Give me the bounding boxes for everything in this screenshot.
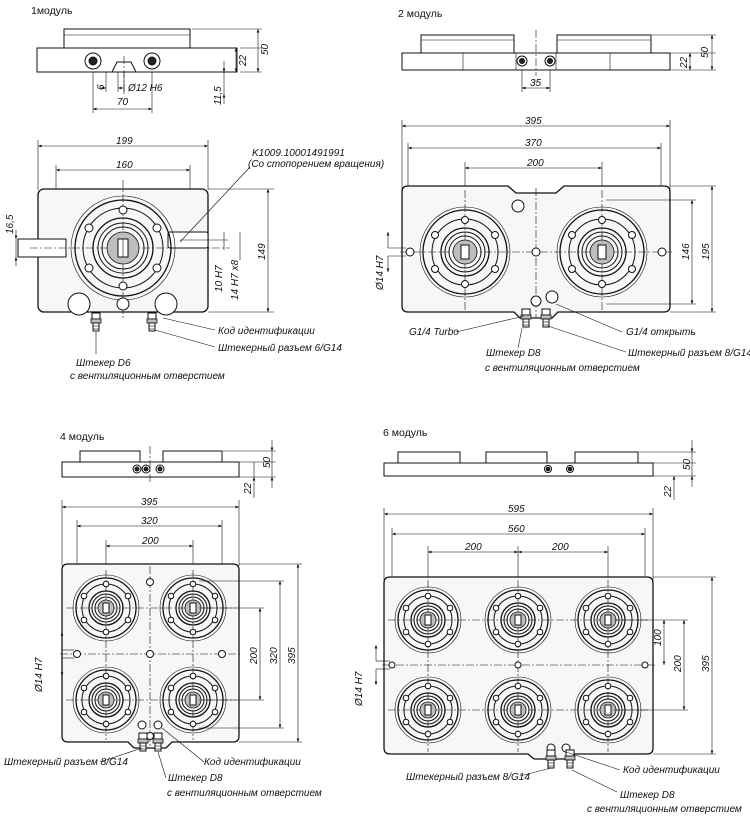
dim-m2-height-22: 22 bbox=[679, 56, 690, 69]
module-1-top-view bbox=[14, 140, 274, 354]
dim-m2-height-50: 50 bbox=[700, 46, 711, 58]
module-1-title: 1модуль bbox=[31, 5, 73, 17]
dim-m6-height-200: 200 bbox=[673, 655, 684, 673]
module-6-drawing: 6 модуль 50 22 bbox=[354, 427, 742, 815]
m6-plug-note-label: с вентиляционным отверстием bbox=[587, 804, 742, 815]
module-6-top-dimensions: 595 560 200 200 Ø14 H7 100 200 395 Штеке… bbox=[354, 504, 742, 815]
module-6-side-view bbox=[383, 440, 696, 500]
module-2-top-dimensions: 395 370 200 Ø14 H7 146 195 G1/4 Turbo G1… bbox=[375, 116, 750, 374]
module-1-drawing: 1модуль bbox=[5, 5, 384, 382]
module-2-side-dimensions: 50 22 35 bbox=[530, 46, 711, 89]
dim-m6-height-395: 395 bbox=[701, 655, 712, 672]
dim-m1-diameter-12: Ø12 H6 bbox=[127, 83, 163, 94]
dim-m4-height-50: 50 bbox=[262, 456, 273, 468]
dim-m4-height-320: 320 bbox=[269, 647, 280, 664]
module-4-side-view bbox=[61, 440, 276, 498]
module-6-top-view bbox=[374, 508, 716, 793]
m6-ident-code-label: Код идентификации bbox=[623, 764, 720, 776]
dim-m1-width-199: 199 bbox=[116, 136, 133, 147]
dim-m1-height-22: 22 bbox=[238, 54, 249, 67]
m6-plug-label: Штекер D8 bbox=[620, 790, 675, 801]
m1-plug-label: Штекер D6 bbox=[76, 358, 131, 369]
dim-m2-width-200: 200 bbox=[526, 158, 544, 169]
module-4-top-view bbox=[60, 500, 302, 779]
m2-plug-note-label: с вентиляционным отверстием bbox=[485, 363, 640, 374]
module-2-title: 2 модуль bbox=[398, 8, 443, 20]
m4-connector-label: Штекерный разъем 8/G14 bbox=[4, 757, 128, 768]
m4-ident-code-label: Код идентификации bbox=[204, 756, 301, 768]
dim-m4-width-200: 200 bbox=[141, 536, 159, 547]
dim-m6-height-22: 22 bbox=[663, 485, 674, 498]
module-4-drawing: 4 модуль 50 22 bbox=[4, 431, 322, 799]
dim-m6-width-560: 560 bbox=[508, 524, 525, 535]
module-4-top-dimensions: 395 320 200 Ø14 H7 200 320 395 Штекерный… bbox=[4, 497, 322, 799]
m1-ident-code-label: Код идентификации bbox=[218, 325, 315, 337]
m2-g14-open-label: G1/4 открыть bbox=[626, 327, 696, 338]
dim-m2-width-395: 395 bbox=[525, 116, 542, 127]
dim-m4-height-200: 200 bbox=[249, 647, 260, 665]
dim-m4-width-395: 395 bbox=[141, 497, 158, 508]
dim-m6-height-100: 100 bbox=[653, 629, 664, 646]
part-number-label: K1009.10001491991 bbox=[252, 148, 345, 159]
dim-m6-bore-14: Ø14 H7 bbox=[354, 671, 365, 707]
dim-m1-height-16-5: 16,5 bbox=[5, 214, 16, 234]
module-2-drawing: 2 модуль 50 22 35 bbox=[375, 8, 750, 374]
module-2-side-view bbox=[401, 30, 716, 92]
m1-plug-note-label: с вентиляционным отверстием bbox=[70, 371, 225, 382]
module-4-side-dimensions: 50 22 bbox=[243, 456, 273, 495]
dim-m1-height-11-5: 11,5 bbox=[213, 86, 224, 105]
dim-m6-width-200-right: 200 bbox=[551, 542, 569, 553]
dim-m4-width-320: 320 bbox=[141, 516, 158, 527]
dim-m1-width-160: 160 bbox=[116, 160, 133, 171]
m2-connector-label: Штекерный разъем 8/G14 bbox=[628, 348, 750, 359]
dim-m4-bore-14: Ø14 H7 bbox=[34, 657, 45, 693]
dim-m6-width-595: 595 bbox=[508, 504, 525, 515]
dim-m2-bore-14: Ø14 H7 bbox=[375, 255, 386, 291]
dim-m2-width-370: 370 bbox=[525, 138, 542, 149]
m2-plug-label: Штекер D8 bbox=[486, 348, 541, 359]
dim-m2-width-35: 35 bbox=[530, 78, 542, 89]
m1-connector-label: Штекерный разъем 6/G14 bbox=[218, 343, 342, 354]
dim-m2-height-146: 146 bbox=[681, 243, 692, 260]
dim-m4-height-22: 22 bbox=[243, 482, 254, 495]
module-6-title: 6 модуль bbox=[383, 427, 428, 439]
m6-connector-label: Штекерный разъем 8/G14 bbox=[406, 772, 530, 783]
module-1-top-dimensions: 199 160 16,5 149 10 H7 14 H7 x8 K1009.10… bbox=[5, 136, 384, 382]
m2-g14-turbo-label: G1/4 Turbo bbox=[409, 327, 459, 338]
dim-m1-height-50: 50 bbox=[260, 43, 271, 55]
module-1-side-dimensions: 50 22 11,5 6 Ø12 H6 70 bbox=[96, 43, 271, 108]
dim-m6-height-50: 50 bbox=[682, 458, 693, 470]
module-4-title: 4 модуль bbox=[60, 431, 105, 443]
part-note-label: (Со стопорением вращения) bbox=[248, 159, 384, 170]
dim-m6-width-200-left: 200 bbox=[464, 542, 482, 553]
module-1-side-view bbox=[36, 28, 262, 113]
module-2-top-view bbox=[386, 120, 716, 353]
m4-plug-label: Штекер D8 bbox=[168, 773, 223, 784]
dim-m1-width-70: 70 bbox=[117, 97, 129, 108]
dim-m1-height-149: 149 bbox=[257, 243, 268, 260]
dim-m4-height-395: 395 bbox=[287, 647, 298, 664]
dim-m2-height-195: 195 bbox=[701, 243, 712, 260]
dim-m1-width-6: 6 bbox=[96, 84, 107, 90]
module-6-side-dimensions: 50 22 bbox=[663, 458, 693, 498]
dim-m1-slot-10: 10 H7 bbox=[214, 265, 225, 292]
m4-plug-note-label: с вентиляционным отверстием bbox=[167, 788, 322, 799]
dim-m1-bore-14: 14 H7 x8 bbox=[230, 260, 241, 300]
